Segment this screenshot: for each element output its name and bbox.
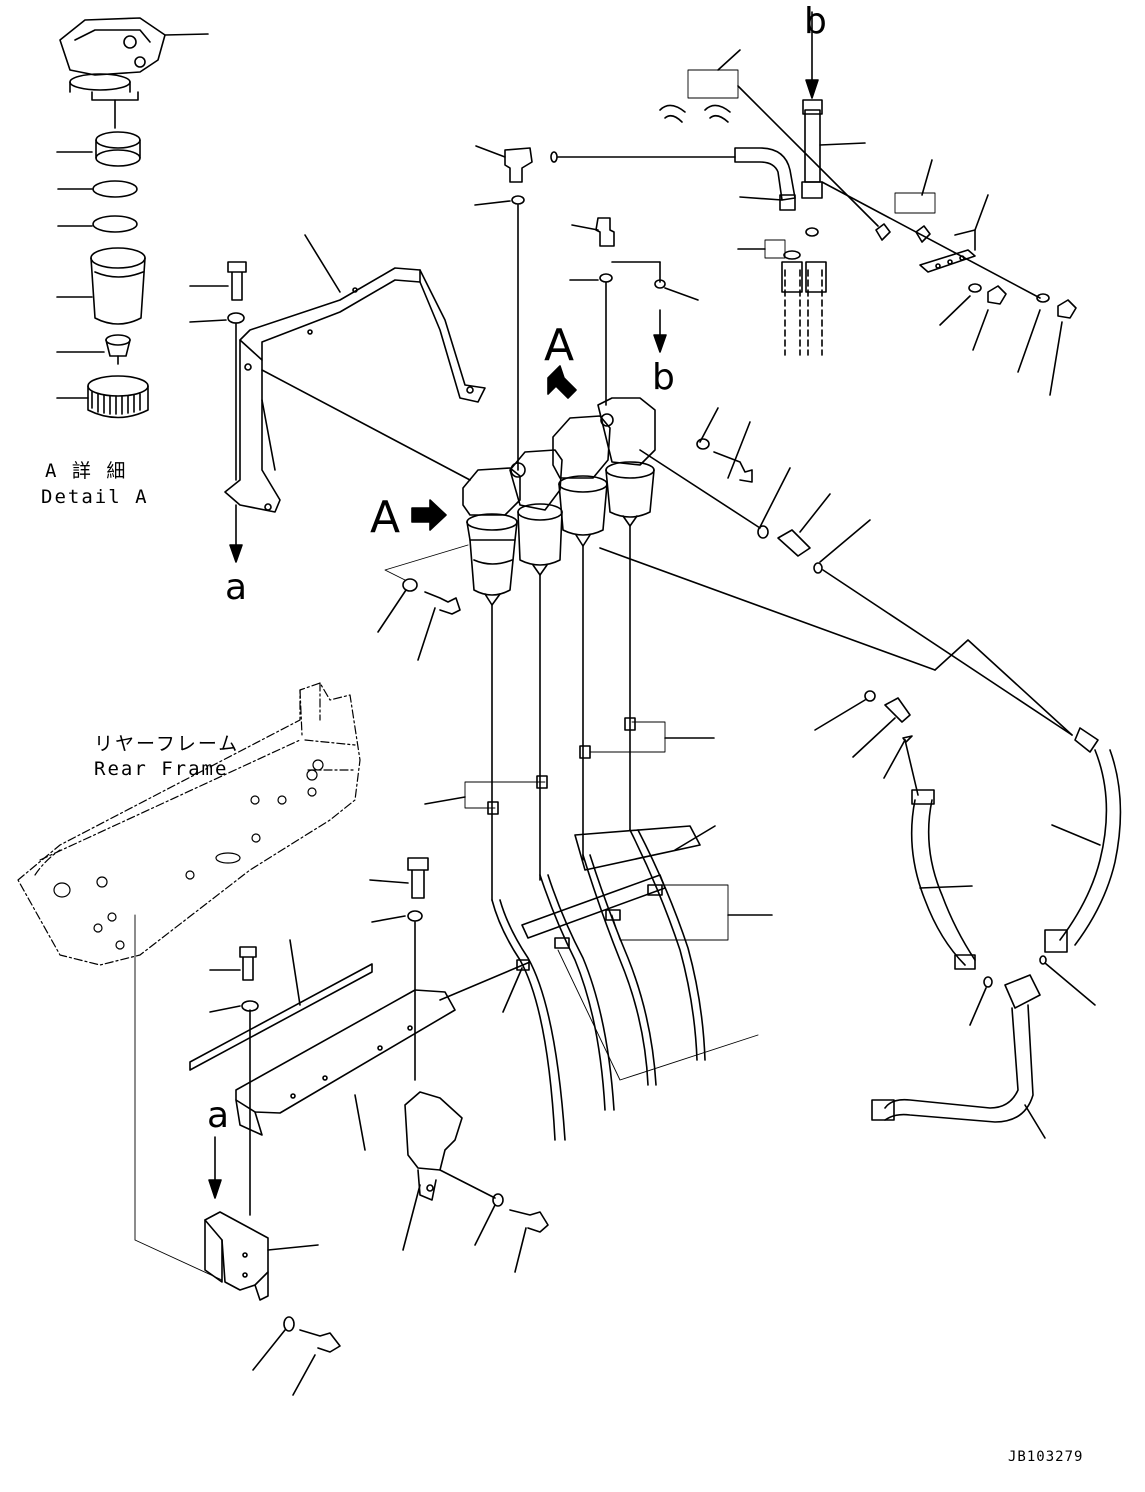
- detail-a-caption-en: Detail A: [41, 486, 149, 508]
- view-a-arrow-left: [411, 499, 447, 531]
- lower-bracket-and-plate: [134, 857, 549, 1396]
- pipe-clips: [424, 717, 715, 815]
- mounting-bracket: [189, 234, 486, 563]
- detail-a-filter-assembly: [56, 17, 209, 419]
- middle-fittings: [377, 217, 1073, 736]
- connector-a-label-mid: a: [225, 567, 248, 608]
- detail-a-caption-jp: A 詳 細: [45, 460, 128, 482]
- elbow-fitting-top: [474, 145, 736, 471]
- filter-unit-right: [597, 397, 656, 831]
- filter-unit-third: [552, 413, 614, 861]
- clamp-plates: [821, 159, 1077, 396]
- connector-b-label-top: b: [804, 1, 827, 42]
- filter-unit-second: [509, 449, 563, 881]
- rear-frame-holes: [53, 759, 324, 950]
- connector-b-label-mid: b: [652, 357, 675, 398]
- view-a-label-upper: A: [544, 320, 575, 371]
- connector-a-label-low: a: [207, 1095, 230, 1136]
- filter-unit-left: [462, 467, 521, 901]
- fuel-hoses-right: [814, 690, 1122, 1139]
- drawing-code: JB103279: [1008, 1449, 1084, 1465]
- rear-frame-caption-en: Rear Frame: [94, 758, 229, 780]
- rear-frame-phantom: [17, 682, 361, 966]
- view-a-arrow-upper: [547, 365, 577, 399]
- rear-frame-caption-jp: リヤーフレーム: [94, 733, 240, 755]
- upper-pipe-assembly: [659, 11, 879, 356]
- view-a-label-left: A: [370, 492, 401, 543]
- drain-tubes: [439, 825, 773, 1141]
